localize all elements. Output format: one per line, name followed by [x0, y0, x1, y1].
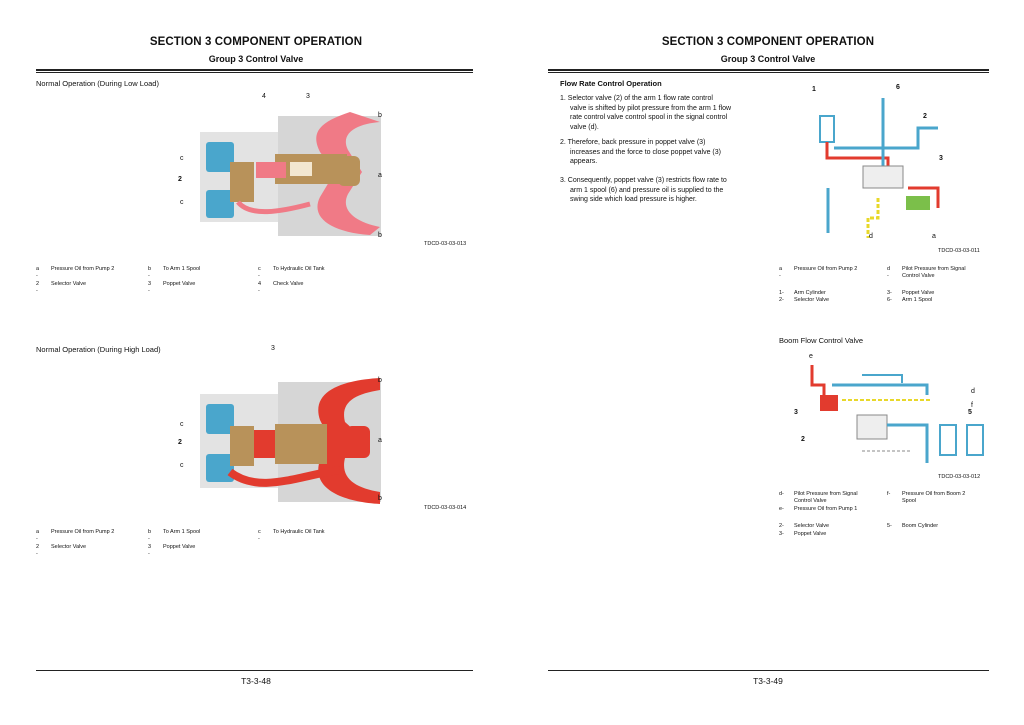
fig2-label-c-top: c — [180, 421, 184, 428]
fig2-label-b-bottom: b — [378, 495, 382, 502]
header-rule-thin — [548, 72, 989, 73]
fig2-label-a: a — [378, 437, 382, 444]
tank-line — [832, 383, 929, 395]
boom-heading: Boom Flow Control Valve — [779, 336, 864, 345]
high-load-valve-diagram — [200, 378, 381, 504]
rfig1-label-2: 2 — [923, 113, 927, 120]
poppet-chamber — [256, 162, 286, 178]
fig1-label-4: 4 — [262, 93, 266, 100]
group-title: Group 3 Control Valve — [208, 54, 304, 64]
return-line — [236, 200, 311, 215]
rfig2-label-5: 5 — [968, 409, 972, 416]
rfig1-caption: TDCD-03-03-011 — [938, 248, 980, 254]
page-number: T3-3-48 — [241, 676, 271, 686]
rfig2-label-3: 3 — [794, 409, 798, 416]
inlet-chamber — [346, 426, 370, 458]
footer-rule — [548, 670, 989, 671]
arm-cylinder — [819, 115, 835, 143]
rfig2-label-d: d — [971, 388, 975, 395]
pilot-line — [866, 198, 880, 238]
flow-rate-heading: Flow Rate Control Operation — [560, 79, 662, 88]
fig1-label-b-top: b — [378, 112, 382, 119]
rfig2-label-e: e — [809, 353, 813, 360]
rfig1-label-d: d — [869, 233, 873, 240]
step-2: 2. Therefore, back pressure in poppet va… — [560, 139, 721, 165]
tank-port-lower — [206, 454, 234, 482]
fig2-caption: TDCD-03-03-014 — [424, 505, 467, 511]
fig1-label-2: 2 — [178, 176, 182, 183]
fig1-label-c-bottom: c — [180, 199, 184, 206]
right-page: SECTION 3 COMPONENT OPERATION Group 3 Co… — [512, 0, 1024, 725]
pump-line — [908, 186, 940, 208]
rfig1-label-3: 3 — [939, 155, 943, 162]
poppet-block — [820, 395, 838, 411]
fig1-label-c-top: c — [180, 155, 184, 162]
boom-flow-circuit-diagram — [810, 365, 984, 463]
header-rule — [548, 69, 989, 71]
rfig2-label-f: f — [971, 402, 973, 409]
rfig2-caption: TDCD-03-03-012 — [938, 474, 981, 480]
fig2-heading: Normal Operation (During High Load) — [36, 345, 161, 354]
rfig1-label-6: 6 — [896, 84, 900, 91]
fig1-label-a: a — [378, 172, 382, 179]
section-title: SECTION 3 COMPONENT OPERATION — [149, 36, 363, 48]
fig2-label-c-bottom: c — [180, 462, 184, 469]
tank-port-upper — [206, 404, 234, 434]
tank-line — [834, 126, 938, 150]
flow-rate-circuit-diagram — [819, 98, 940, 238]
drain-line — [862, 374, 903, 383]
boom-cylinder-left — [939, 424, 957, 456]
fig1-label-3: 3 — [306, 93, 310, 100]
rfig1-label-a: a — [932, 233, 936, 240]
tank-port-lower — [206, 190, 234, 218]
fig1-label-b-bottom: b — [378, 232, 382, 239]
spool-block — [862, 165, 904, 189]
tank-port-upper — [206, 142, 234, 172]
selector-valve — [230, 426, 254, 466]
header-rule — [36, 69, 473, 71]
pump1-line — [810, 365, 826, 400]
step-1: 1. Selector valve (2) of the arm 1 flow … — [560, 95, 732, 131]
return-line — [227, 466, 341, 487]
left-page: SECTION 3 COMPONENT OPERATION Group 3 Co… — [36, 36, 473, 686]
boom-cylinder-right — [966, 424, 984, 456]
fig1-caption: TDCD-03-03-013 — [424, 241, 467, 247]
fig2-label-b-top: b — [378, 377, 382, 384]
section-title: SECTION 3 COMPONENT OPERATION — [661, 36, 875, 48]
group-title: Group 3 Control Valve — [720, 54, 816, 64]
poppet-valve-body — [275, 424, 327, 464]
inlet-plug — [338, 156, 360, 186]
fig1-heading: Normal Operation (During Low Load) — [36, 79, 159, 88]
low-load-valve-diagram — [200, 112, 381, 236]
footer-rule — [36, 670, 473, 671]
boom-line — [887, 423, 929, 463]
rfig1-label-1: 1 — [812, 86, 816, 93]
step-3: 3. Consequently, poppet valve (3) restri… — [560, 177, 727, 203]
rfig2-label-2: 2 — [801, 436, 805, 443]
poppet-spring — [290, 162, 312, 176]
header-rule-thin — [36, 72, 473, 73]
selector-valve — [230, 162, 254, 202]
poppet-block — [906, 196, 930, 210]
fig2-label-2: 2 — [178, 439, 182, 446]
fig2-label-3: 3 — [271, 345, 275, 352]
spool-block — [856, 414, 888, 440]
page-number: T3-3-49 — [753, 676, 783, 686]
